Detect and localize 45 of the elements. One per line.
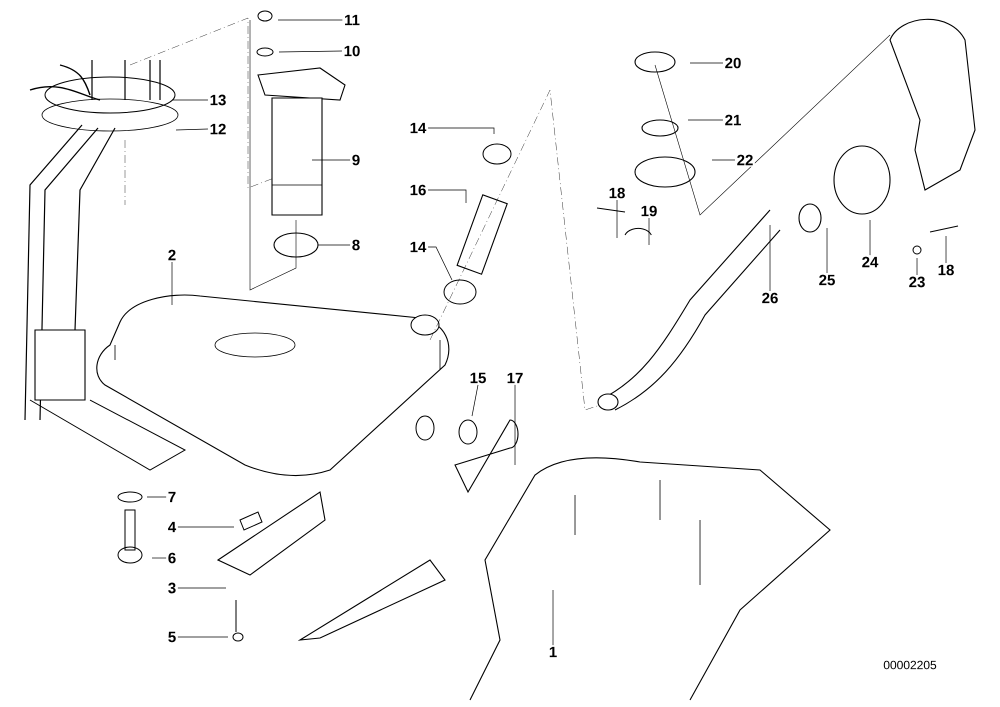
leader-line xyxy=(472,384,478,416)
callout-number: 14 xyxy=(408,121,428,135)
leader-line xyxy=(428,190,466,204)
callout-number: 10 xyxy=(342,44,362,58)
leader-line xyxy=(648,218,650,246)
callout-number: 9 xyxy=(350,153,362,167)
callout-number: 11 xyxy=(342,13,362,27)
leader-line xyxy=(176,128,208,130)
callout-number: 21 xyxy=(723,113,743,127)
leader-line xyxy=(514,384,516,466)
leader-line xyxy=(428,128,494,134)
leader-line xyxy=(826,228,828,274)
callout-number: 18 xyxy=(936,263,956,277)
leader-line xyxy=(616,200,618,238)
callout-number: 2 xyxy=(166,248,178,262)
leader-line xyxy=(178,526,234,528)
callout-number: 7 xyxy=(166,490,178,504)
callout-number: 15 xyxy=(468,371,488,385)
callout-number: 4 xyxy=(166,520,178,534)
leader-line xyxy=(428,246,452,280)
callout-number: 25 xyxy=(817,273,837,287)
leader-line xyxy=(916,258,918,276)
callout-number: 18 xyxy=(607,186,627,200)
callout-number: 16 xyxy=(408,183,428,197)
callout-number: 20 xyxy=(723,56,743,70)
callout-number: 19 xyxy=(639,204,659,218)
leader-line xyxy=(690,62,724,64)
leader-line xyxy=(552,590,554,646)
leader-line xyxy=(146,496,166,498)
callout-number: 22 xyxy=(735,153,755,167)
leader-line xyxy=(318,244,350,246)
callout-number: 14 xyxy=(408,240,428,254)
callout-number: 26 xyxy=(760,291,780,305)
callout-number: 17 xyxy=(505,371,525,385)
drawing-number: 00002205 xyxy=(884,660,936,670)
callout-number: 24 xyxy=(860,255,880,269)
callout-number: 3 xyxy=(166,581,178,595)
callout-number: 13 xyxy=(208,93,228,107)
callout-number: 12 xyxy=(208,122,228,136)
leader-line xyxy=(278,50,342,52)
callout-number: 23 xyxy=(907,275,927,289)
callout-number: 5 xyxy=(166,630,178,644)
callout-number: 6 xyxy=(166,551,178,565)
leader-line xyxy=(178,636,228,638)
callout-number: 8 xyxy=(350,238,362,252)
